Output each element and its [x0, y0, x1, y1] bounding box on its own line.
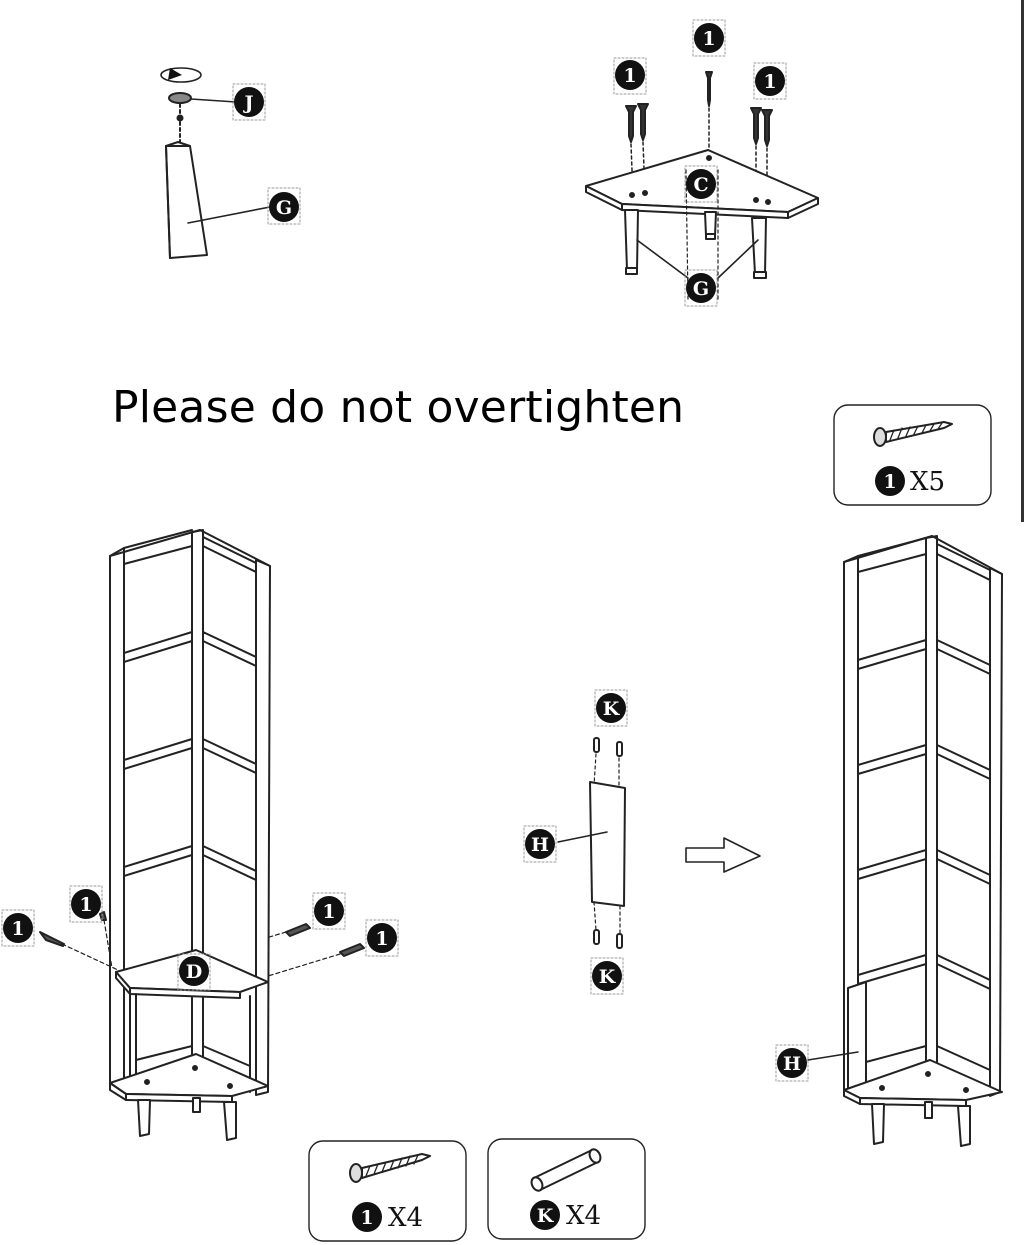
dowel-icon [616, 741, 623, 757]
leg-part [165, 141, 271, 259]
step-shelf-assembly [39, 529, 365, 1141]
callout-dowel: K [590, 957, 624, 995]
callout-shelf-label: D [186, 961, 202, 983]
callout-screw: 1 [69, 885, 103, 923]
callout-screw-label: 1 [623, 65, 636, 87]
callout-screw: 1 [1, 909, 35, 947]
callout-bottom-board-label: C [693, 174, 708, 196]
parts-box-dowels-x4 [487, 1138, 646, 1240]
callout-leg-label: G [693, 278, 709, 300]
callout-dowel-label: K [603, 698, 621, 720]
callout-leg-label: G [276, 197, 292, 219]
instruction-heading: Please do not overtighten [112, 382, 685, 433]
callout-screw: 1 [312, 892, 346, 930]
callout-screw-label: 1 [702, 28, 715, 50]
parts-box-x5-label: 1 [883, 471, 896, 493]
screw-icon [705, 71, 713, 153]
parts-box-screws-x4 [308, 1140, 467, 1242]
dowel-icon [530, 1148, 602, 1192]
page-edge-divider [1021, 0, 1024, 522]
leg-part [624, 169, 767, 301]
callout-screw: 1 [613, 57, 647, 95]
callout-foot-cap-label: J [243, 92, 254, 114]
parts-box-x4-dowel-qty: X4 [566, 1201, 601, 1231]
callout-dowel-label: K [599, 966, 617, 988]
step-finished-shelf [807, 535, 1003, 1147]
foot-cap-part [168, 92, 237, 143]
callout-screw-label: 1 [763, 71, 776, 93]
dowel-icon [616, 933, 623, 949]
screw-icon [349, 1153, 431, 1183]
screw-icon [285, 923, 311, 937]
callout-screw: 1 [692, 19, 726, 57]
parts-box-screws-x5 [833, 404, 992, 506]
callout-screw: 1 [753, 62, 787, 100]
parts-box-x5-qty: X5 [910, 467, 945, 497]
screw-icon [39, 931, 65, 947]
callout-dowel-qty4: K X4 [530, 1200, 601, 1231]
parts-box-x4-screw-label: 1 [360, 1207, 373, 1229]
callout-screw-label: 1 [322, 901, 335, 923]
callout-leg: G [267, 187, 301, 225]
callout-bottom-board: C [684, 165, 718, 203]
callout-screw-qty4: 1 X4 [352, 1202, 423, 1233]
callout-screw-label: 1 [11, 918, 24, 940]
callout-back-panel-label: H [783, 1053, 801, 1075]
dowel-icon [593, 737, 600, 753]
step-leg-assembly [160, 67, 271, 259]
step-back-panel [557, 737, 761, 949]
callout-screw: 1 [365, 919, 399, 957]
callout-shelf: D [177, 953, 211, 991]
callout-screw-label: 1 [375, 928, 388, 950]
callout-leg: G [684, 269, 718, 307]
callout-dowel: K [594, 689, 628, 727]
parts-box-x4-dowel-label: K [537, 1205, 555, 1227]
arrow-right-icon [685, 837, 761, 873]
callout-foot-cap: J [232, 83, 266, 121]
callout-screw-label: 1 [79, 894, 92, 916]
screw-icon [873, 421, 953, 447]
dowel-icon [593, 929, 600, 945]
callout-screw-qty5: 1 X5 [875, 466, 945, 497]
callout-back-panel: H [523, 825, 557, 863]
callout-back-panel: H [775, 1044, 809, 1082]
back-panel-part [589, 781, 626, 907]
parts-box-x4-screw-qty: X4 [388, 1203, 423, 1233]
callout-back-panel-label: H [531, 834, 549, 856]
rotate-arrow-icon [160, 67, 202, 83]
